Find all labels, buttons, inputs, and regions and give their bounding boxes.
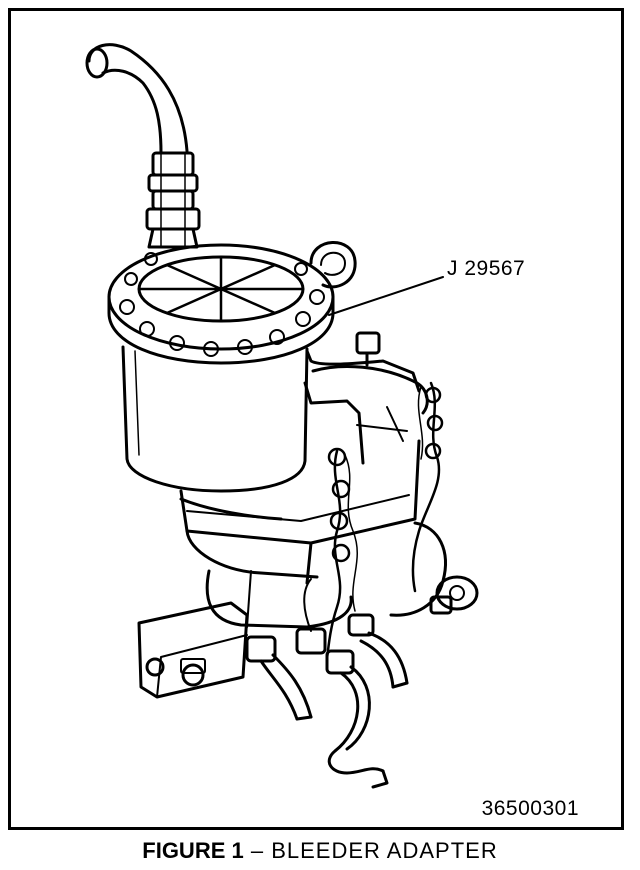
bleeder-adapter-illustration <box>85 43 479 789</box>
caption-title: BLEEDER ADAPTER <box>271 838 498 863</box>
bleed-hose <box>85 43 189 155</box>
hose-fitting <box>145 151 201 249</box>
caption-separator: – <box>243 838 272 863</box>
adapter-part-number-label: J 29567 <box>447 257 526 280</box>
figure-code: 36500301 <box>481 797 579 820</box>
figure-caption: FIGURE 1 – BLEEDER ADAPTER <box>0 838 640 864</box>
callout-leader-line <box>328 276 444 316</box>
master-cylinder-body <box>137 521 479 699</box>
adapter-canister <box>121 345 309 493</box>
brake-lines <box>259 578 409 789</box>
figure-number: FIGURE 1 <box>142 838 244 863</box>
figure-frame: J 29567 36500301 <box>8 8 624 830</box>
reservoir-cap-chains <box>325 381 444 661</box>
master-cylinder-reservoir <box>179 331 429 585</box>
adapter-cap <box>107 241 357 365</box>
